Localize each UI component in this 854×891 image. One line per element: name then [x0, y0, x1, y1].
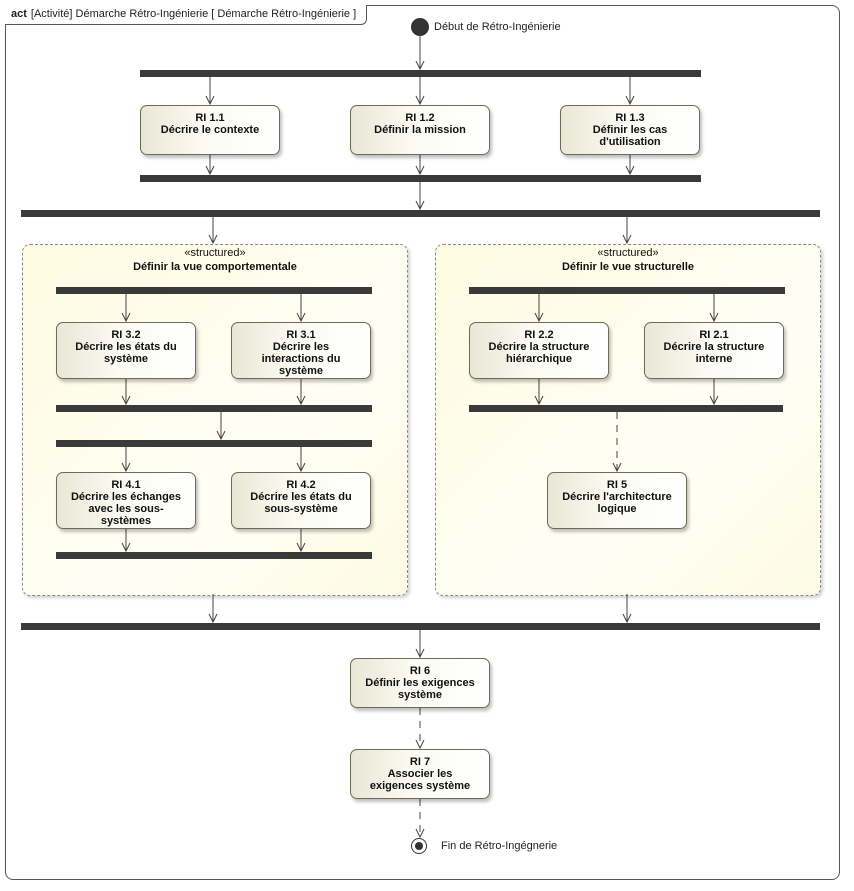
join-bar-structural	[469, 405, 783, 412]
action-ri-1-2[interactable]: RI 1.2 Définir la mission	[350, 105, 490, 155]
action-id: RI 1.1	[195, 112, 225, 124]
control-flow-arrowhead	[296, 312, 306, 323]
action-id: RI 5	[606, 479, 628, 491]
final-node[interactable]	[411, 838, 427, 854]
action-name: Décrire la structure hiérarchique	[488, 341, 590, 365]
control-flow-arrowhead	[415, 60, 425, 71]
control-flow-arrowhead	[121, 542, 131, 553]
action-name: Décrire les états du système	[75, 341, 177, 365]
action-id: RI 2.2	[524, 329, 554, 341]
join-bar-main	[21, 623, 820, 630]
action-id: RI 2.1	[699, 329, 729, 341]
control-flow-arrowhead	[415, 95, 425, 106]
action-ri-5[interactable]: RI 5 Décrire l'architecture logique	[547, 472, 687, 529]
fork-bar-behavioral-2	[56, 440, 372, 447]
join-bar-behavioral-1	[56, 405, 372, 412]
control-flow-arrowhead	[625, 165, 635, 176]
control-flow-arrowhead	[121, 462, 131, 473]
action-ri-2-2[interactable]: RI 2.2 Décrire la structure hiérarchique	[469, 322, 609, 379]
control-flow-arrowhead	[121, 395, 131, 406]
control-flow-arrowhead	[709, 395, 719, 406]
action-name: Définir les exigences système	[365, 677, 475, 701]
region-behavioral-view[interactable]: «structured» Définir la vue comportement…	[22, 244, 408, 596]
control-flow-arrowhead	[534, 312, 544, 323]
action-ri-3-2[interactable]: RI 3.2 Décrire les états du système	[56, 322, 196, 379]
action-name: Décrire les états du sous-système	[250, 491, 352, 515]
action-id: RI 4.2	[286, 479, 316, 491]
region-title: Définir la vue comportementale	[133, 261, 297, 273]
action-name: Définir les cas d'utilisation	[592, 124, 668, 148]
action-id: RI 7	[409, 756, 431, 768]
fork-bar-structural	[469, 287, 785, 294]
frame-header: act[Activité] Démarche Rétro-Ingénierie …	[5, 5, 368, 25]
action-name: Associer les exigences système	[369, 768, 471, 792]
control-flow-arrowhead	[709, 312, 719, 323]
control-flow-arrowhead	[296, 542, 306, 553]
control-flow-arrowhead	[205, 95, 215, 106]
control-flow-arrowhead	[622, 613, 632, 624]
final-node-label: Fin de Rétro-Ingégnerie	[441, 840, 558, 852]
control-flow-arrowhead	[415, 648, 425, 659]
action-id: RI 3.2	[111, 329, 141, 341]
region-stereotype: «structured»	[184, 247, 246, 259]
action-id: RI 3.1	[286, 329, 316, 341]
control-flow-arrowhead	[415, 200, 425, 211]
control-flow-arrowhead	[415, 828, 425, 839]
action-ri-1-1[interactable]: RI 1.1 Décrire le contexte	[140, 105, 280, 155]
action-name: Décrire la structure interne	[663, 341, 765, 365]
action-ri-7[interactable]: RI 7 Associer les exigences système	[350, 749, 490, 799]
fork-bar-top	[140, 70, 701, 77]
fork-bar-main	[21, 210, 820, 217]
action-id: RI 4.1	[111, 479, 141, 491]
join-bar-top	[140, 175, 701, 182]
control-flow-arrowhead	[205, 165, 215, 176]
control-flow-arrowhead	[121, 312, 131, 323]
action-id: RI 1.2	[405, 112, 435, 124]
action-ri-6[interactable]: RI 6 Définir les exigences système	[350, 658, 490, 708]
frame-title: [Activité] Démarche Rétro-Ingénierie [ D…	[30, 8, 357, 20]
action-ri-3-1[interactable]: RI 3.1 Décrire les interactions du systè…	[231, 322, 371, 379]
action-name: Décrire le contexte	[160, 124, 260, 136]
action-ri-2-1[interactable]: RI 2.1 Décrire la structure interne	[644, 322, 784, 379]
initial-node-label: Début de Rétro-Ingénierie	[434, 21, 561, 33]
control-flow-arrowhead	[208, 613, 218, 624]
action-id: RI 1.3	[615, 112, 645, 124]
action-id: RI 6	[409, 665, 431, 677]
region-title: Définir le vue structurelle	[561, 261, 695, 273]
control-flow-arrowhead	[622, 234, 632, 245]
action-ri-4-2[interactable]: RI 4.2 Décrire les états du sous-système	[231, 472, 371, 529]
action-ri-1-3[interactable]: RI 1.3 Définir les cas d'utilisation	[560, 105, 700, 155]
region-structural-view[interactable]: «structured» Définir le vue structurelle	[435, 244, 821, 596]
action-name: Décrire les échanges avec les sous-systè…	[70, 491, 182, 527]
join-bar-behavioral-2	[56, 552, 372, 559]
control-flow-arrowhead	[534, 395, 544, 406]
control-flow-arrowhead	[296, 462, 306, 473]
fork-bar-behavioral	[56, 287, 372, 294]
action-ri-4-1[interactable]: RI 4.1 Décrire les échanges avec les sou…	[56, 472, 196, 529]
action-name: Définir la mission	[374, 124, 466, 136]
frame-keyword: act	[11, 8, 27, 20]
action-name: Décrire les interactions du système	[261, 341, 341, 377]
control-flow-arrowhead	[216, 430, 226, 441]
control-flow-arrowhead	[208, 234, 218, 245]
control-flow-arrowhead	[415, 739, 425, 750]
control-flow-arrowhead	[296, 395, 306, 406]
initial-node[interactable]	[411, 18, 429, 36]
control-flow-arrowhead	[612, 462, 622, 473]
control-flow-arrowhead	[625, 95, 635, 106]
region-stereotype: «structured»	[597, 247, 659, 259]
action-name: Décrire l'architecture logique	[562, 491, 672, 515]
control-flow-arrowhead	[415, 165, 425, 176]
